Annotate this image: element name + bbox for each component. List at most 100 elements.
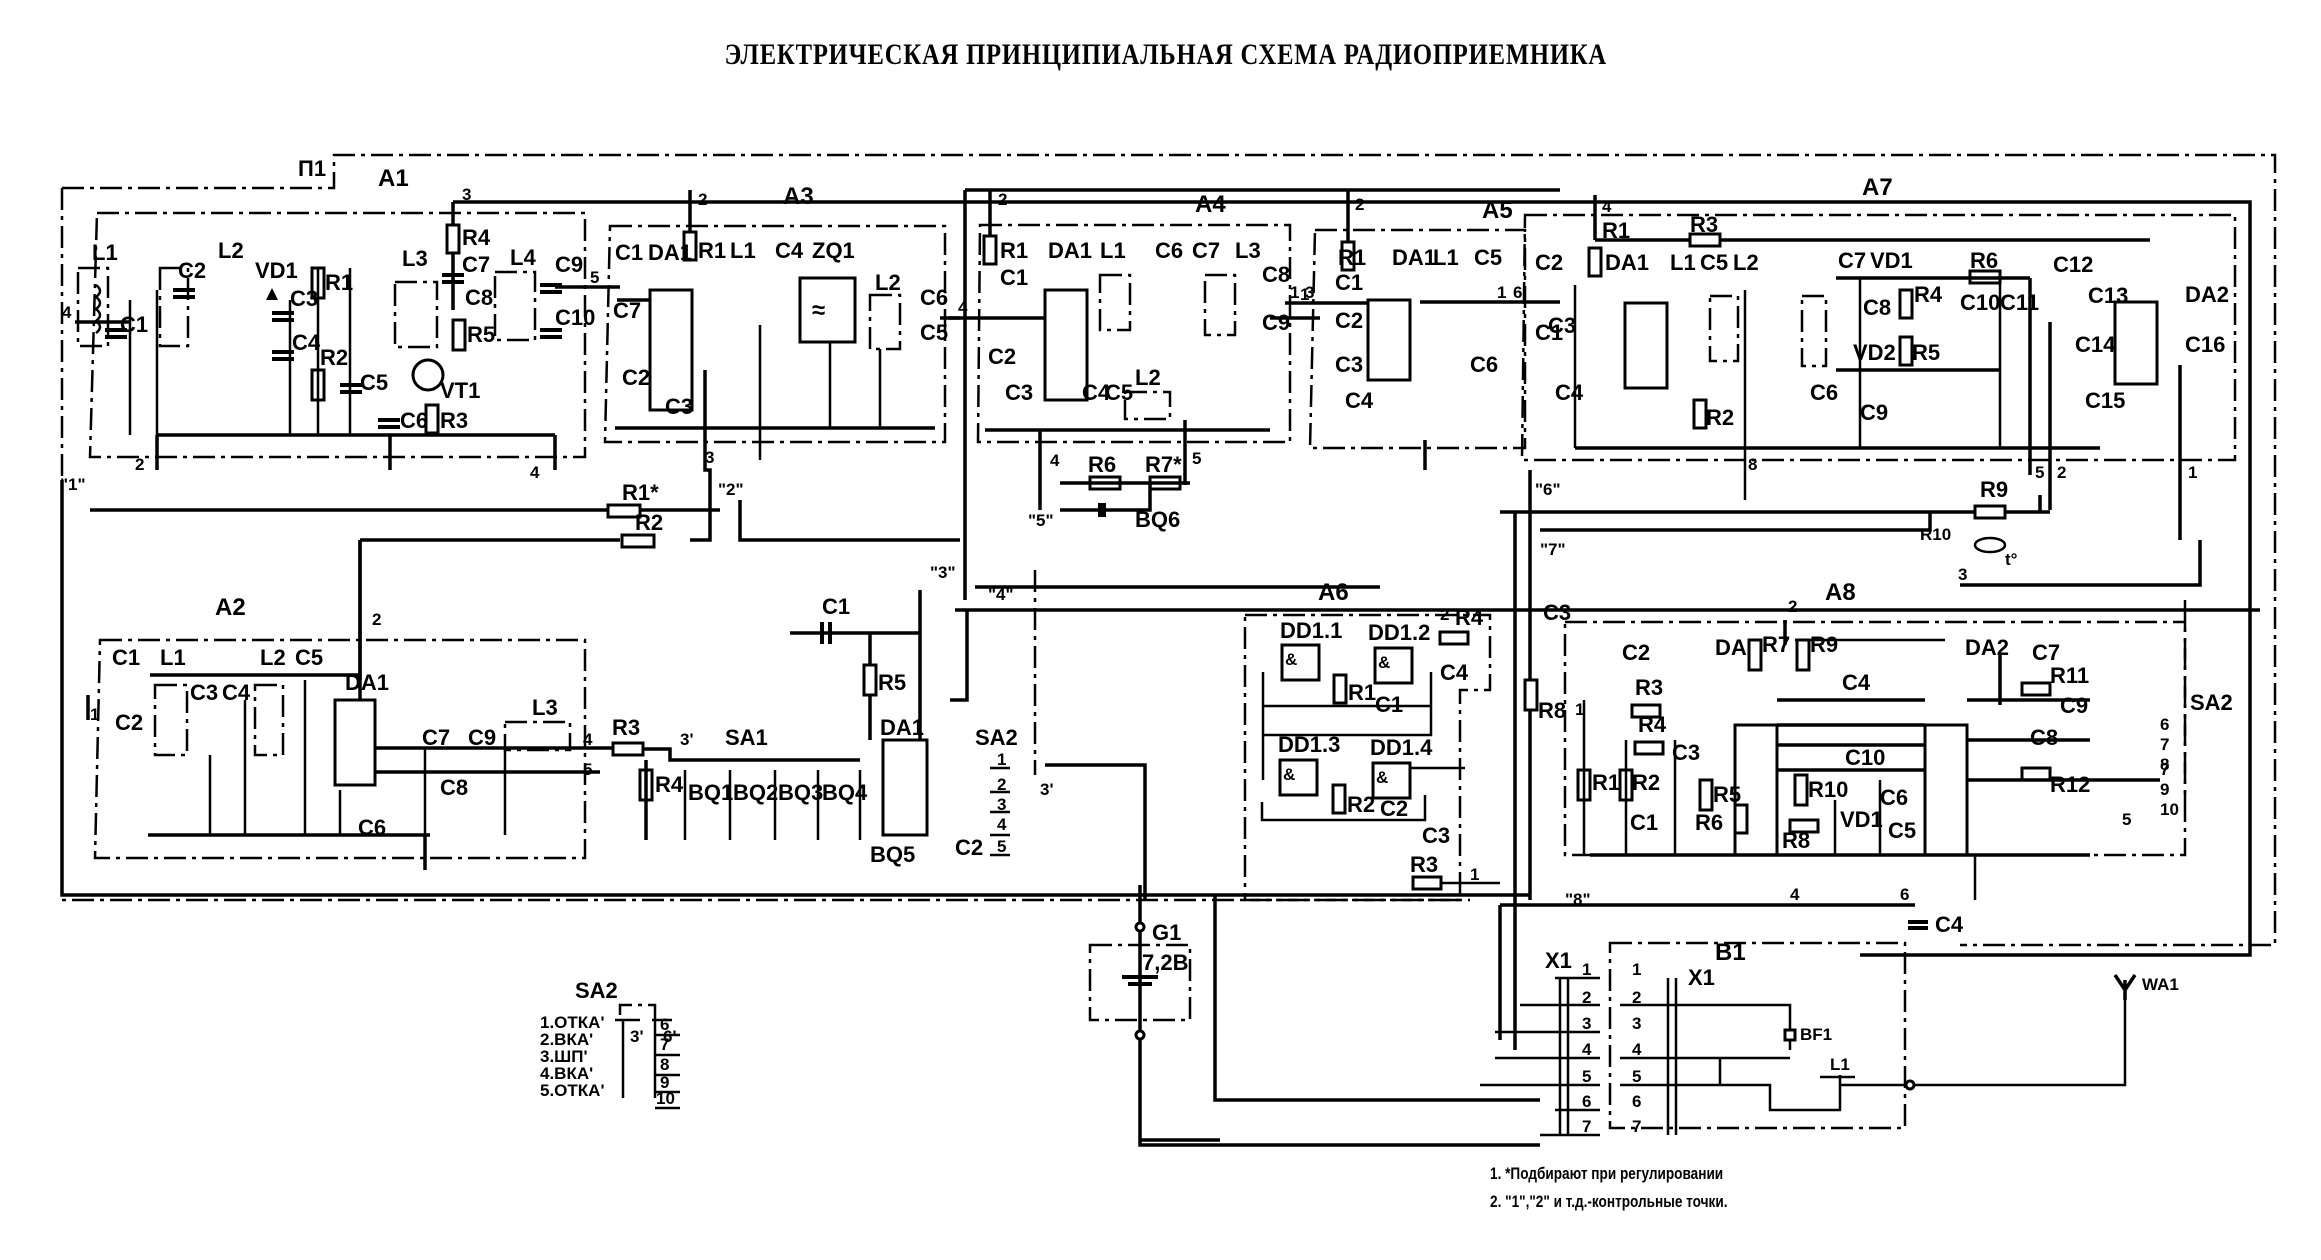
svg-text:5: 5 <box>1582 1067 1591 1086</box>
A7-C5-label: C5 <box>1700 250 1728 275</box>
and-symbol: & <box>1376 768 1388 787</box>
X1-right-label: X1 <box>1688 965 1715 990</box>
temperature-symbol: t° <box>2005 550 2018 569</box>
A4-C6-label: C6 <box>1155 238 1183 263</box>
A1-VD1-label: VD1 <box>255 258 298 283</box>
pin-label: 1 <box>2188 463 2197 482</box>
A6-R4-label: R4 <box>1455 605 1484 630</box>
sa2-contact: 5 <box>997 837 1006 856</box>
A2-L3-label: L3 <box>532 695 558 720</box>
A1-C4-label: C4 <box>292 330 321 355</box>
A8-C5-label: C5 <box>1888 818 1916 843</box>
A4-C3-label: C3 <box>1005 380 1033 405</box>
A4-C8-label: C8 <box>1262 262 1290 287</box>
block-A6: A6 & & & & DD1.1 DD1.2 DD1.3 DD1.4 R1 R2… <box>1243 579 1500 902</box>
A8-R11-label: R11 <box>2050 663 2089 688</box>
test-point-2: "2" <box>718 480 744 499</box>
sa1-3-prime: 3' <box>680 730 694 749</box>
DD1.3-gate <box>1278 758 1319 797</box>
A5-R1-label: R1 <box>1338 245 1366 270</box>
block-A3-label: A3 <box>783 183 814 210</box>
A8-C4-label: C4 <box>1842 670 1871 695</box>
pin-label: 2 <box>1788 597 1797 616</box>
block-A4-label: A4 <box>1195 191 1226 218</box>
svg-text:7: 7 <box>660 1035 669 1054</box>
A5-C6-label: C6 <box>1470 352 1498 377</box>
block-A5: A5 2 R1 C1 DA1 L1 C5 C2 C3 C4 C6 1 3 1 6 <box>1285 190 1560 470</box>
A1-C3-label: C3 <box>290 286 318 311</box>
A4-DA1-label: DA1 <box>1048 238 1092 263</box>
A7-R1-label: R1 <box>1602 218 1630 243</box>
svg-text:2: 2 <box>1632 988 1641 1007</box>
A3-C1-label: C1 <box>615 240 643 265</box>
test-point-1: "1" <box>60 475 86 494</box>
pin-label: 1 <box>1575 700 1584 719</box>
A5-C5-label: C5 <box>1474 245 1502 270</box>
A3-C4-label: C4 <box>775 238 804 263</box>
filter-symbol: ≈ <box>812 297 825 324</box>
A5-DA1 <box>1366 298 1412 382</box>
A1-L3-label: L3 <box>402 246 428 271</box>
A1-VT1-label: VT1 <box>440 378 480 403</box>
A8-C10-label: C10 <box>1845 745 1885 770</box>
A2-C1-label: C1 <box>112 645 140 670</box>
A5-C2-label: C2 <box>1335 308 1363 333</box>
BQ3-label: BQ3 <box>778 780 823 805</box>
and-symbol: & <box>1283 765 1295 784</box>
A3-ZQ1 <box>798 276 857 344</box>
svg-text:1: 1 <box>1582 960 1591 979</box>
A7-C13-label: C13 <box>2088 283 2128 308</box>
sa2-contact-6: 6 <box>2160 715 2169 734</box>
A3-C5-label: C5 <box>920 320 948 345</box>
test-point-4: "4" <box>988 585 1014 604</box>
A7-C2-label: C2 <box>1535 250 1563 275</box>
A7-C12-label: C12 <box>2053 252 2093 277</box>
A8-R2-label: R2 <box>1632 770 1660 795</box>
sa2-table: SA2 1.ОТКА' 2.ВКА' 3.ШП' 4.ВКА' 5.ОТКА' … <box>540 978 680 1110</box>
pin-label: 2 <box>2057 463 2066 482</box>
pin-label: 4 <box>530 463 540 482</box>
A8-C3-label: C3 <box>1672 740 1700 765</box>
A8-DA1 <box>1733 723 1779 857</box>
R6-label: R6 <box>1088 452 1116 477</box>
A6-R1-label: R1 <box>1348 680 1376 705</box>
DD1.2-gate <box>1373 646 1414 685</box>
A4-DA1 <box>1043 288 1089 402</box>
pin-label: 1 <box>1290 283 1299 302</box>
pin-label: 5 <box>2122 810 2131 829</box>
A1-C1-label: C1 <box>120 312 148 337</box>
A4-C5-label: C5 <box>1105 380 1133 405</box>
A4-C7-label: C7 <box>1192 238 1220 263</box>
C3-label: C3 <box>1543 600 1571 625</box>
A8-R1-label: R1 <box>1592 770 1620 795</box>
SA1-label: SA1 <box>725 725 768 750</box>
pin-label: 3 <box>462 185 471 204</box>
A2-C9-label: C9 <box>468 725 496 750</box>
A8-DA2-label: DA2 <box>1965 635 2009 660</box>
A2-DA1 <box>333 698 377 787</box>
svg-text:3: 3 <box>1632 1014 1641 1033</box>
BQ4-label: BQ4 <box>822 780 868 805</box>
note-1: 1. *Подбирают при регулировании <box>1490 1164 1724 1183</box>
block-A3: A3 2 ≈ C1 DA1 R1 L1 C4 ZQ1 L2 C6 C5 C7 C… <box>603 183 960 542</box>
A5-DA1-label: DA1 <box>1392 245 1436 270</box>
svg-text:6: 6 <box>660 1015 669 1034</box>
WA1-antenna-label: WA1 <box>2142 975 2179 994</box>
sa2-contact-7: 7 <box>2160 735 2169 754</box>
test-point-8: "8" <box>1565 890 1591 909</box>
pin-label: 1 <box>1300 285 1309 304</box>
A1-L1-label: L1 <box>92 240 118 265</box>
A7-L2-label: L2 <box>1733 250 1759 275</box>
test-point-6: "6" <box>1535 480 1561 499</box>
A8-R8-label: R8 <box>1782 828 1810 853</box>
A8-C2-label: C2 <box>1622 640 1650 665</box>
power-bus <box>453 200 2252 957</box>
X1-left-label: X1 <box>1545 948 1572 973</box>
svg-text:1: 1 <box>1632 960 1641 979</box>
A1-C2-label: C2 <box>178 258 206 283</box>
svg-text:9: 9 <box>660 1073 669 1092</box>
A2-C7-label: C7 <box>422 725 450 750</box>
A3-R1-label: R1 <box>698 238 726 263</box>
A5-L1-label: L1 <box>1433 245 1459 270</box>
svg-text:10: 10 <box>656 1089 675 1108</box>
